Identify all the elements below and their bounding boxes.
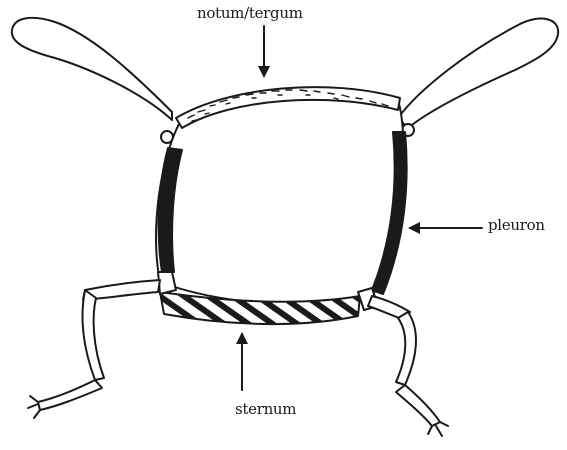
notum-arrow	[258, 26, 270, 78]
sternum-label: sternum	[235, 400, 296, 418]
pleuron-label: pleuron	[488, 216, 545, 234]
sternum-arrow	[236, 332, 248, 390]
notum-tergum-label: notum/tergum	[197, 4, 303, 22]
left-wing	[12, 18, 172, 120]
right-wing	[398, 19, 558, 128]
left-leg	[28, 272, 176, 418]
right-leg	[358, 288, 448, 436]
pleuron-arrow	[408, 222, 482, 234]
